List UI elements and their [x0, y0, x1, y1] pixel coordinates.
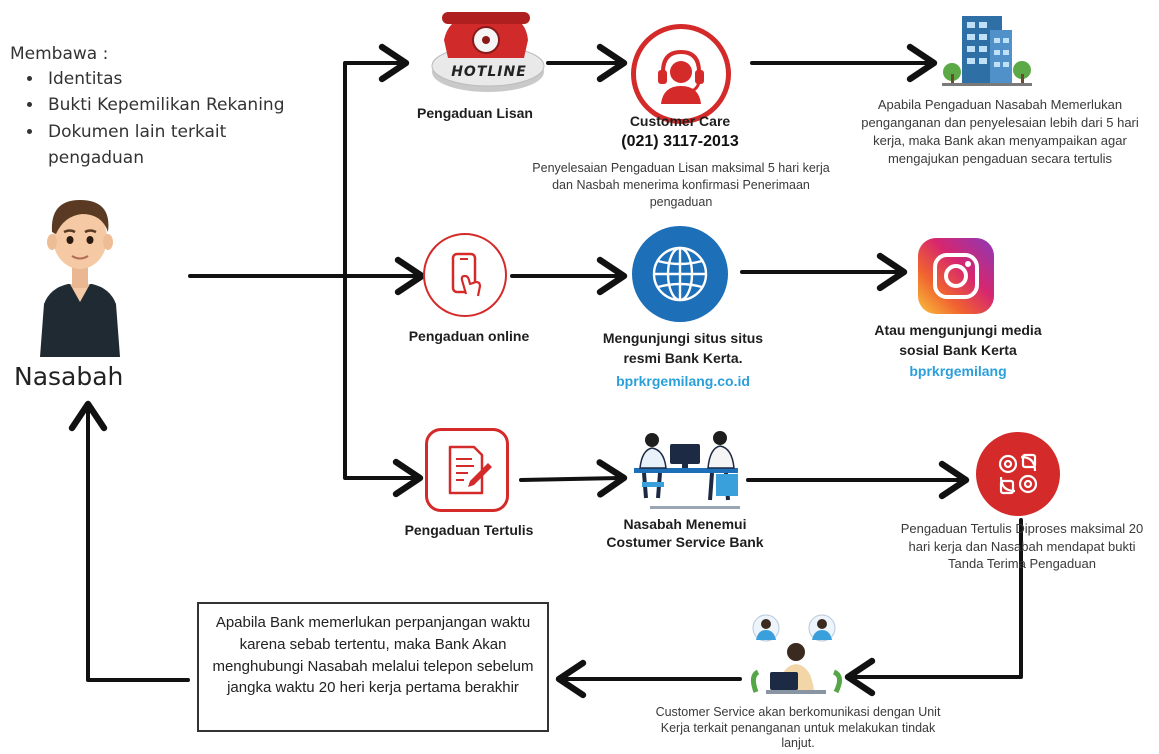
channel-label-lisan: Pengaduan Lisan: [417, 105, 533, 121]
care-title: Customer Care: [629, 113, 731, 129]
bring-item: Dokumen lain terkait pengaduan: [44, 119, 268, 172]
channel-label-online: Pengaduan online: [408, 328, 530, 344]
bring-section: Membawa : Identitas Bukti Kepemilikan Re…: [10, 44, 330, 171]
arrow-written-to-meet: [519, 459, 628, 498]
person-avatar-icon: [30, 192, 130, 362]
bring-title: Membawa :: [10, 44, 109, 64]
building-icon: [942, 12, 1032, 88]
meet-text: Nasabah Menemui Costumer Service Bank: [606, 516, 764, 550]
social-text: Atau mengunjungi media sosial Bank Kerta: [874, 322, 1042, 359]
instagram-icon[interactable]: [918, 238, 994, 314]
care-phone: (021) 3117-2013: [621, 133, 739, 150]
escalation-note: Apabila Pengaduan Nasabah Memerlukan pen…: [861, 97, 1139, 166]
globe-icon: [632, 226, 728, 322]
cs-note: Customer Service akan berkomunikasi deng…: [655, 705, 941, 751]
customer-service-icon: [748, 612, 844, 696]
bring-item: Identitas: [44, 66, 330, 92]
arrow-to-hotline: [343, 43, 410, 278]
process-gears-icon: [976, 432, 1060, 516]
site-text: Mengunjungi situs situs resmi Bank Kerta…: [602, 330, 764, 366]
service-desk-icon: [630, 428, 742, 512]
social-link[interactable]: bprkrgemilang: [909, 363, 1007, 379]
hotline-text: HOTLINE: [451, 64, 527, 80]
smartphone-touch-icon: [423, 233, 507, 317]
arrow-process-to-cs: [844, 518, 1023, 697]
document-pen-icon: [425, 428, 509, 512]
bring-item: Bukti Kepemilikan Rekaning: [44, 92, 330, 118]
arrow-to-written: [343, 274, 424, 498]
hotline-phone-icon: HOTLINE: [428, 6, 548, 94]
care-note: Penyelesaian Pengaduan Lisan maksimal 5 …: [532, 161, 830, 209]
headset-agent-icon: [631, 24, 731, 124]
extension-note: Apabila Bank memerlukan perpanjangan wak…: [212, 614, 534, 697]
customer-label: Nasabah: [14, 362, 124, 391]
extension-note-box: Apabila Bank memerlukan perpanjangan wak…: [197, 602, 549, 732]
bring-list: Identitas Bukti Kepemilikan Rekaning Dok…: [26, 66, 330, 171]
channel-label-tertulis: Pengaduan Tertulis: [404, 522, 534, 538]
care-block: Customer Care (021) 3117-2013: [590, 113, 770, 151]
site-link[interactable]: bprkrgemilang.co.id: [616, 373, 750, 389]
process-note: Pengaduan Tertulis Diproses maksimal 20 …: [900, 521, 1144, 572]
arrow-box-to-nasabah: [68, 400, 190, 682]
